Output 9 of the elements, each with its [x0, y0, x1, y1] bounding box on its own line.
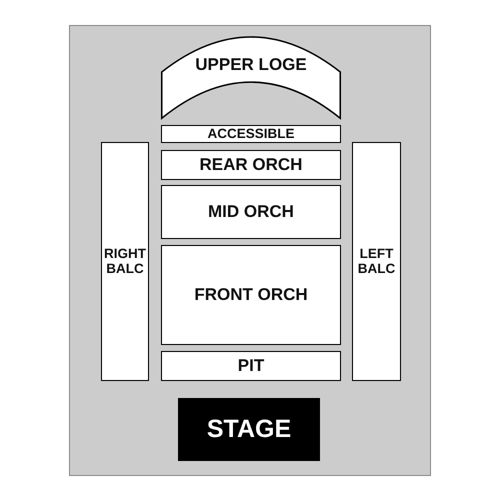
upper-loge-section: UPPER LOGE [161, 37, 341, 119]
seating-section: FRONT ORCH [161, 245, 341, 345]
balcony-section: LEFT BALC [352, 142, 401, 381]
seating-section: ACCESSIBLE [161, 125, 341, 143]
seating-section: REAR ORCH [161, 150, 341, 180]
seating-section: PIT [161, 351, 341, 381]
balcony-section: RIGHT BALC [101, 142, 149, 381]
seating-section: MID ORCH [161, 185, 341, 239]
stage-block: STAGE [178, 398, 320, 461]
